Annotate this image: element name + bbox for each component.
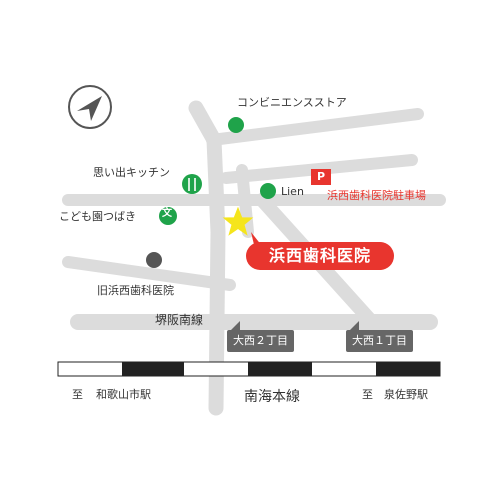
sakai-hannan-road-label: 堺阪南線 — [155, 313, 204, 327]
upper-road — [206, 108, 424, 146]
school-icon-bg — [159, 207, 177, 225]
restaurant-label: 思い出キッチン — [93, 166, 170, 179]
convenience-store-label: コンビニエンスストア — [237, 96, 347, 109]
lien-marker — [260, 183, 276, 199]
school-icon: 文 — [162, 208, 172, 219]
right-station-prefix: 至 — [362, 388, 373, 401]
railway-dark-segments — [122, 362, 440, 376]
right-station-label: 泉佐野駅 — [384, 388, 428, 401]
old-clinic-label: 旧浜西歯科医院 — [97, 284, 174, 297]
railway-name-label: 南海本線 — [244, 389, 300, 405]
parking-icon: P — [311, 169, 331, 185]
old-clinic-marker — [146, 252, 162, 268]
kindergarten-label: こども園つばき — [59, 210, 136, 223]
left-station-label: 和歌山市駅 — [96, 388, 151, 401]
left-station-prefix: 至 — [72, 388, 83, 401]
lower-left-road — [62, 256, 236, 291]
convenience-store-marker — [228, 117, 244, 133]
parking-lot-label: 浜西歯科医院駐車場 — [327, 189, 426, 202]
clinic-name-label: 浜西歯科医院 — [246, 242, 394, 270]
restaurant-icon — [182, 174, 202, 194]
onishi-1-sign: 大西１丁目 — [346, 321, 413, 352]
onishi-2-sign: 大西２丁目 — [227, 321, 294, 352]
clinic-star-icon — [222, 206, 254, 236]
compass-icon — [68, 85, 112, 129]
lien-label: Lien — [281, 185, 304, 198]
